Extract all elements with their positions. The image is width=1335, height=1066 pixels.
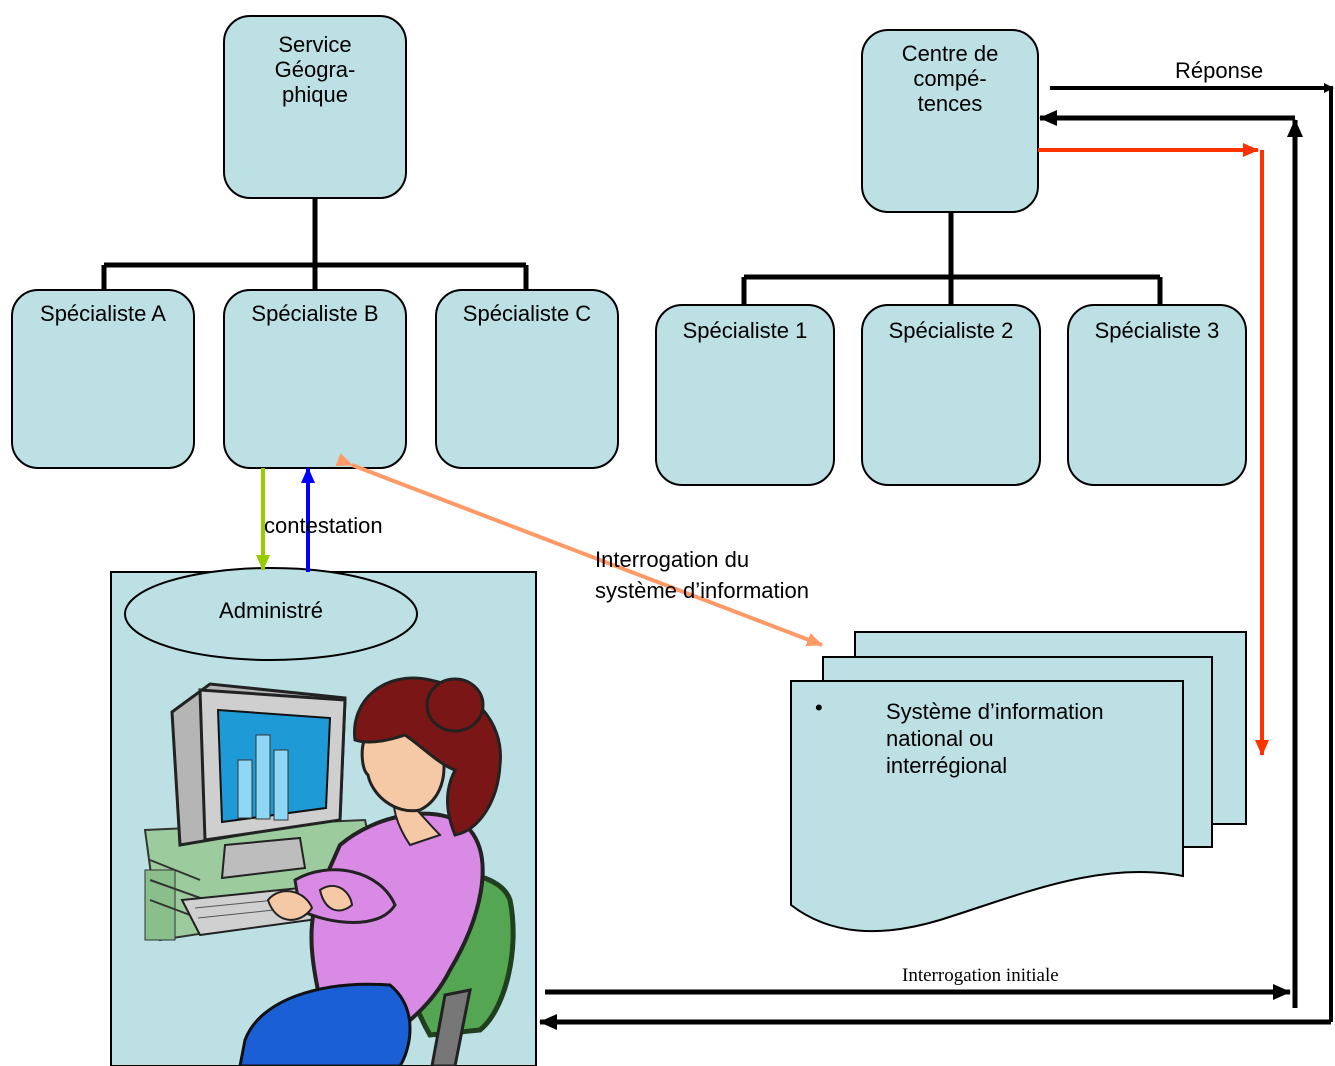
centre-de-competences-line-1: Centre de: [901, 41, 999, 66]
specialiste-a-box: [11, 289, 195, 469]
info-system-line-3: interrégional: [886, 753, 1008, 778]
service-geographique-box: [223, 15, 407, 199]
specialiste-a-label: Spécialiste A: [40, 301, 166, 326]
specialiste-b-box: [223, 289, 407, 469]
interrogation-si-line-2: système d’information: [595, 578, 809, 603]
centre-de-competences-label: Centre de compé- tences: [862, 41, 1038, 116]
information-system-document-stack: [790, 631, 1247, 933]
orange-double-arrow: [335, 453, 823, 647]
administre-label: Administré: [219, 598, 323, 623]
specialiste-b-label: Spécialiste B: [251, 301, 379, 326]
specialiste-2-box: [861, 304, 1041, 486]
info-system-bullet: •: [815, 695, 823, 720]
specialiste-2-label: Spécialiste 2: [888, 318, 1014, 343]
reponse-label: Réponse: [1175, 58, 1264, 83]
service-geographique-label: Service Géogra- phique: [224, 32, 406, 107]
info-system-line-2: national ou: [886, 726, 994, 751]
specialiste-c-label: Spécialiste C: [462, 301, 592, 326]
contestation-label: contestation: [264, 513, 383, 538]
service-geographique-line-1: Service: [278, 32, 352, 57]
specialiste-3-box: [1067, 304, 1247, 486]
centre-de-competences-box: [861, 29, 1039, 213]
interrogation-si-line-1: Interrogation du: [595, 547, 750, 572]
specialiste-3-label: Spécialiste 3: [1094, 318, 1220, 343]
right-org-connectors: [741, 212, 1163, 305]
interrogation-initiale-label: Interrogation initiale: [902, 965, 1059, 986]
service-geographique-line-3: phique: [281, 82, 349, 107]
specialiste-1-label: Spécialiste 1: [682, 318, 808, 343]
woman-at-computer-illustration: [143, 676, 516, 1066]
info-system-text: Système d’information national ou interr…: [886, 698, 1104, 779]
centre-de-competences-line-3: tences: [917, 91, 983, 116]
centre-de-competences-line-2: compé-: [913, 66, 987, 91]
info-system-line-1: Système d’information: [886, 699, 1104, 724]
interrogation-si-label: Interrogation du système d’information: [595, 544, 809, 606]
left-org-connectors: [101, 198, 529, 290]
service-geographique-line-2: Géogra-: [274, 57, 356, 82]
